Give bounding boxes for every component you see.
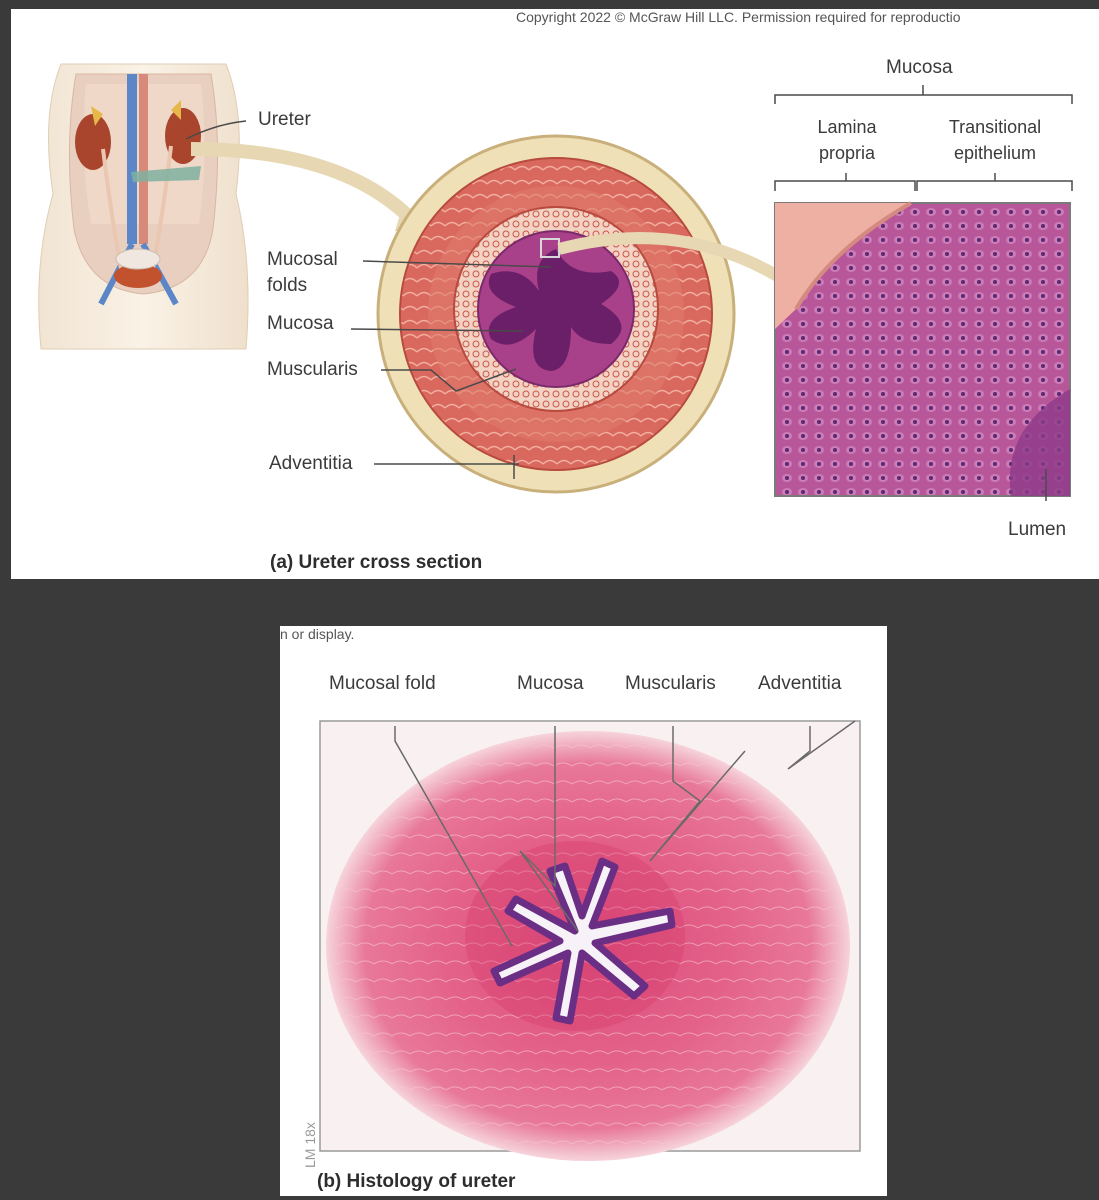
label-transitional-epithelium: Transitional epithelium (931, 114, 1059, 166)
label-mucosal-folds: Mucosal folds (267, 247, 338, 299)
label-lamina-propria: Lamina propria (807, 114, 887, 166)
panel-a-ureter-cross-section: Copyright 2022 © McGraw Hill LLC. Permis… (11, 9, 1099, 579)
label-mucosal-folds-line2: folds (267, 275, 308, 296)
label-histology-mucosa: Mucosa (517, 673, 584, 694)
histology-micrograph (319, 720, 861, 1161)
caption-ureter-cross-section: (a) Ureter cross section (270, 552, 483, 573)
label-mucosa-bracket: Mucosa (886, 57, 953, 78)
label-mucosal-folds-line1: Mucosal (267, 249, 338, 270)
copyright-notice: Copyright 2022 © McGraw Hill LLC. Permis… (516, 9, 961, 25)
label-transitional-epithelium-line2: epithelium (953, 143, 1037, 163)
label-lumen: Lumen (1008, 519, 1067, 540)
label-adventitia: Adventitia (269, 453, 353, 474)
label-transitional-epithelium-line1: Transitional (948, 117, 1042, 137)
label-mucosal-fold: Mucosal fold (329, 673, 436, 694)
label-lamina-propria-line2: propria (818, 143, 876, 163)
label-mucosa: Mucosa (267, 313, 334, 334)
ureter-cross-section-diagram (185, 85, 1073, 501)
label-lamina-propria-line1: Lamina (817, 117, 877, 137)
copyright-tail: n or display. (280, 626, 355, 642)
label-muscularis: Muscularis (267, 359, 358, 380)
magnification-label: LM 18x (302, 1122, 318, 1168)
label-ureter: Ureter (258, 109, 311, 130)
caption-histology-of-ureter: (b) Histology of ureter (317, 1171, 516, 1192)
panel-b-histology: n or display. Mucosal fold Mucosa Muscul… (280, 626, 887, 1196)
label-histology-adventitia: Adventitia (758, 673, 842, 694)
label-histology-muscularis: Muscularis (625, 673, 716, 694)
